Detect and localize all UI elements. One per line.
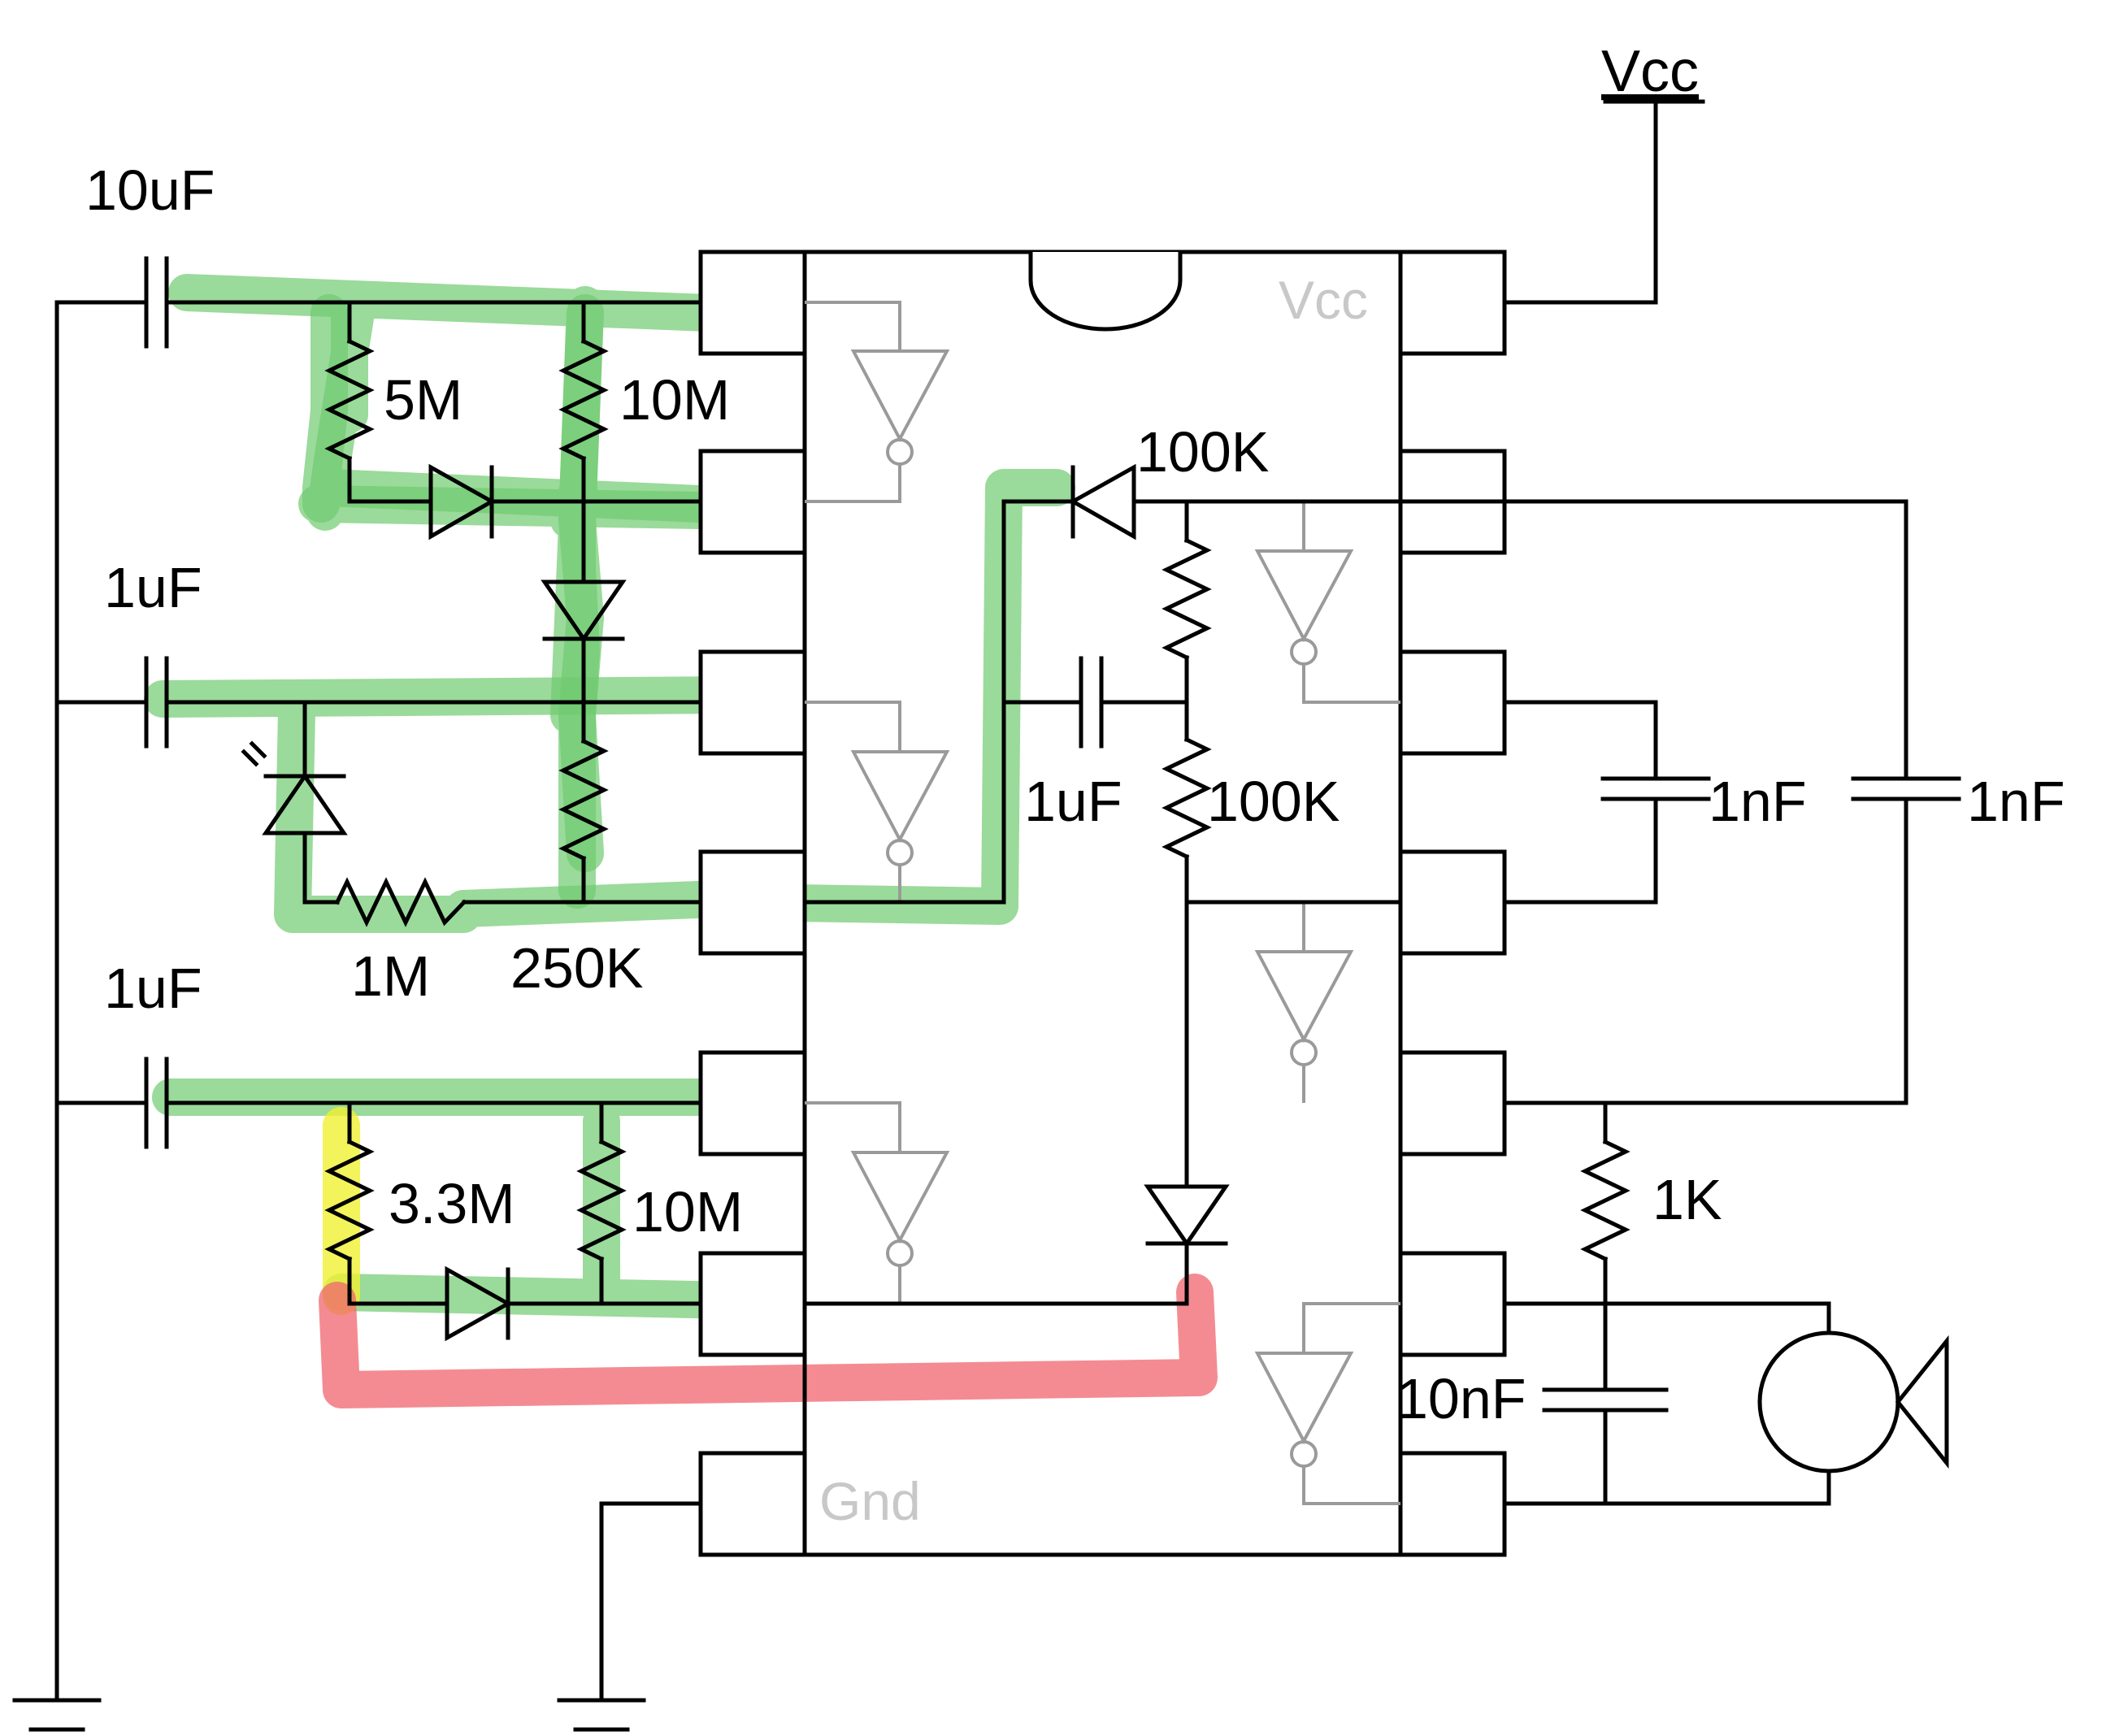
label-1uf-mid: 1uF	[104, 556, 202, 619]
stage-bot	[144, 1057, 703, 1342]
ic-pin-2	[698, 449, 807, 555]
chip-vcc-label: Vcc	[1279, 270, 1368, 330]
highlight-upper-branch	[302, 294, 718, 872]
ic-pin-1	[698, 250, 807, 356]
capacitor-1nf-b	[1851, 776, 1961, 801]
capacitor-1nf-a	[1600, 776, 1711, 801]
stage-top	[144, 256, 703, 705]
highlights	[144, 274, 1218, 1408]
resistor-3-3m	[324, 1139, 375, 1262]
label-10m-top: 10M	[619, 368, 730, 432]
label-3-3m: 3.3M	[389, 1172, 515, 1235]
ic-pin-7	[698, 1451, 807, 1557]
resistor-10m-top	[558, 338, 609, 462]
inverter-gate-2	[805, 701, 950, 902]
oscillator	[802, 463, 1506, 1306]
ic-package: Vcc Gnd	[698, 250, 1507, 1557]
speaker-icon	[1757, 1330, 1949, 1473]
ic-pin-9	[1398, 1251, 1507, 1357]
label-10m-bot: 10M	[632, 1180, 743, 1243]
labels: Vcc 10uF 5M 10M 1uF 1M 250K 1uF 3.3M 10M…	[85, 39, 2065, 1430]
resistor-250k	[558, 738, 609, 861]
label-1nf-b: 1nF	[1967, 770, 2065, 833]
label-100k-bot: 100K	[1207, 770, 1340, 833]
resistor-5m	[324, 338, 375, 462]
left-rail	[54, 300, 149, 1701]
inverter-gate-6	[1254, 1302, 1400, 1505]
highlight-red	[319, 1274, 1218, 1408]
ic-pin-3	[698, 649, 807, 756]
diode-osc-bot	[1144, 1184, 1230, 1248]
resistor-10m-bot	[576, 1139, 627, 1262]
photodiode-light-icon	[241, 740, 267, 767]
ic-pin-5	[698, 1050, 807, 1157]
inverter-gate-1	[805, 301, 950, 503]
resistor-1k	[1580, 1139, 1631, 1262]
label-1uf-bot: 1uF	[104, 957, 202, 1020]
label-250k: 250K	[510, 936, 643, 1000]
stage-mid	[144, 656, 703, 927]
label-1k: 1K	[1652, 1168, 1722, 1231]
ground-symbol-chip	[557, 1501, 703, 1732]
highlight-mid-net	[144, 469, 1075, 933]
ic-notch	[1028, 252, 1183, 332]
ic-pin-6	[698, 1251, 807, 1357]
label-1m: 1M	[351, 944, 430, 1008]
resistor-1m	[334, 877, 467, 927]
ic-pin-11	[1398, 849, 1507, 956]
label-1uf-osc: 1uF	[1024, 770, 1122, 833]
resistor-100k-top	[1162, 537, 1212, 661]
capacitor-1uf-osc	[1079, 656, 1104, 749]
ic-pin-12	[1398, 649, 1507, 756]
right-side	[1502, 99, 1961, 1506]
capacitor-10nf	[1542, 1387, 1669, 1413]
label-10nf: 10nF	[1396, 1367, 1526, 1430]
ic-pin-8	[1398, 1451, 1507, 1557]
inverter-gate-4	[1254, 500, 1400, 704]
vcc-label: Vcc	[1601, 39, 1699, 104]
ic-pin-14	[1398, 250, 1507, 356]
diode-osc	[1068, 463, 1136, 540]
ic-pin-4	[698, 849, 807, 956]
label-10uf: 10uF	[85, 158, 215, 222]
label-100k-top: 100K	[1136, 420, 1269, 484]
ground-symbol-left	[12, 1698, 102, 1732]
resistor-100k-bot	[1162, 736, 1212, 860]
capacitor-10uf	[144, 256, 169, 349]
label-5m: 5M	[384, 368, 462, 432]
inverter-gate-3	[805, 1101, 950, 1304]
chip-gnd-label: Gnd	[819, 1471, 921, 1531]
ic-pin-10	[1398, 1050, 1507, 1157]
label-1nf-a: 1nF	[1709, 770, 1807, 833]
inverter-gate-5	[1254, 901, 1400, 1103]
